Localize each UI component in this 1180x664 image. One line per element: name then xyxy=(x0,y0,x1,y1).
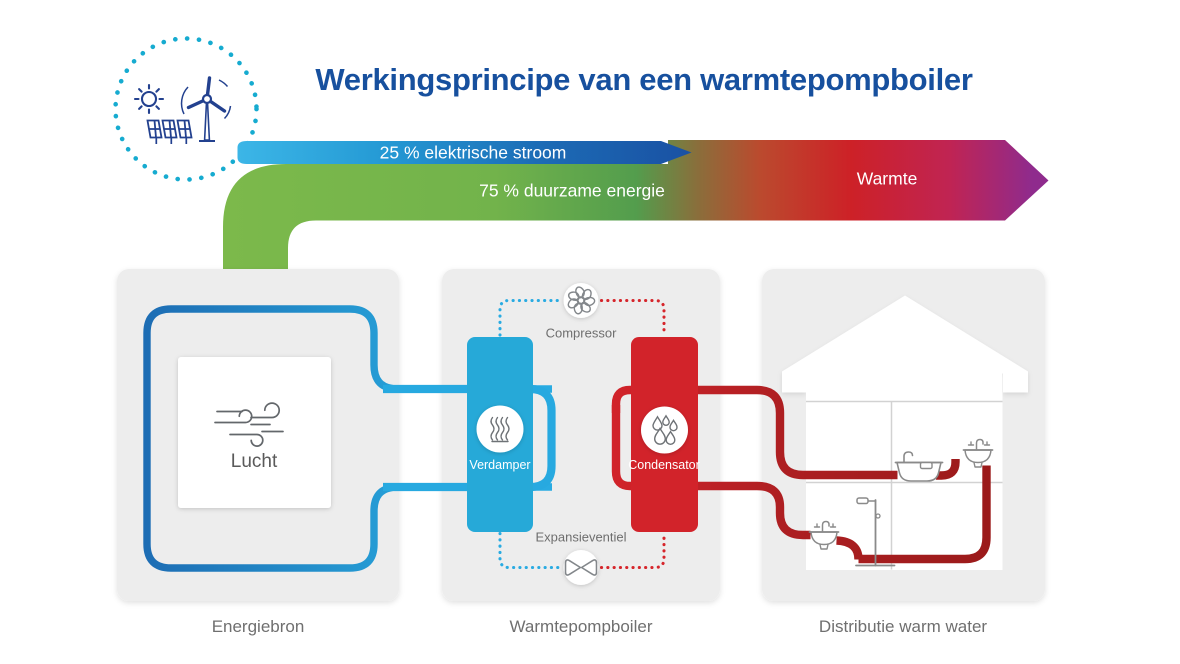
electric-flow-arrow xyxy=(237,141,692,164)
droplets-icon xyxy=(652,414,678,445)
panel-label-distributie: Distributie warm water xyxy=(818,617,988,636)
dotted-circle xyxy=(113,36,259,182)
panel-label-warmtepompboiler: Warmtepompboiler xyxy=(509,617,653,636)
dotted-cold-bottom xyxy=(498,531,563,570)
shower-icon xyxy=(855,497,896,567)
air-box-label: Lucht xyxy=(230,451,278,472)
evaporator-label: Verdamper xyxy=(469,458,531,472)
fan-icon xyxy=(567,286,596,315)
dotted-cold-top xyxy=(498,298,563,337)
dotted-hot-top xyxy=(599,298,666,337)
bathtub-icon xyxy=(894,451,944,482)
compressor-label: Compressor xyxy=(545,325,617,341)
solar-panels-icon xyxy=(146,119,193,144)
wind-swirl-icon xyxy=(214,402,284,447)
air-box xyxy=(178,357,331,508)
room-divider-lines xyxy=(806,400,1003,570)
hot-water-pipes xyxy=(836,459,991,564)
steam-waves-icon xyxy=(490,416,510,443)
condenser-badge xyxy=(641,406,688,454)
electric-flow-label: 25 % elektrische stroom xyxy=(379,142,567,163)
condenser-label: Condensator xyxy=(628,458,700,472)
hot-pipe-top xyxy=(611,385,898,480)
air-loop-pipe xyxy=(143,305,552,572)
sun-icon xyxy=(133,83,165,115)
house-roof xyxy=(782,295,1028,393)
pipe-bathtub-to-sink xyxy=(936,459,960,480)
refrigerant-pipes xyxy=(383,384,898,540)
expansion-valve-label: Expansieventiel xyxy=(535,529,627,545)
wind-turbine-icon xyxy=(180,76,232,142)
page-title: Werkingsprincipe van een warmtepompboile… xyxy=(315,62,973,97)
energiebron-content xyxy=(143,305,552,572)
dotted-circuit xyxy=(498,298,666,570)
cold-pipe xyxy=(383,384,556,492)
renewable-flow-label: 75 % duurzame energie xyxy=(479,180,665,201)
hot-pipe-bottom xyxy=(611,405,811,540)
evaporator-badge xyxy=(476,405,524,453)
pipe-sink-down-run xyxy=(858,465,991,564)
pipe-sink2-out xyxy=(836,536,863,560)
heat-flow-label: Warmte xyxy=(856,168,918,189)
energy-source-icon xyxy=(113,36,259,182)
valve-bowtie-icon xyxy=(564,559,598,576)
sink-icon xyxy=(962,438,994,468)
fixtures xyxy=(808,438,994,567)
energy-flow-band xyxy=(223,140,1049,271)
sink-icon xyxy=(808,520,840,550)
panel-label-energiebron: Energiebron xyxy=(211,617,305,636)
dotted-hot-bottom xyxy=(599,531,666,570)
